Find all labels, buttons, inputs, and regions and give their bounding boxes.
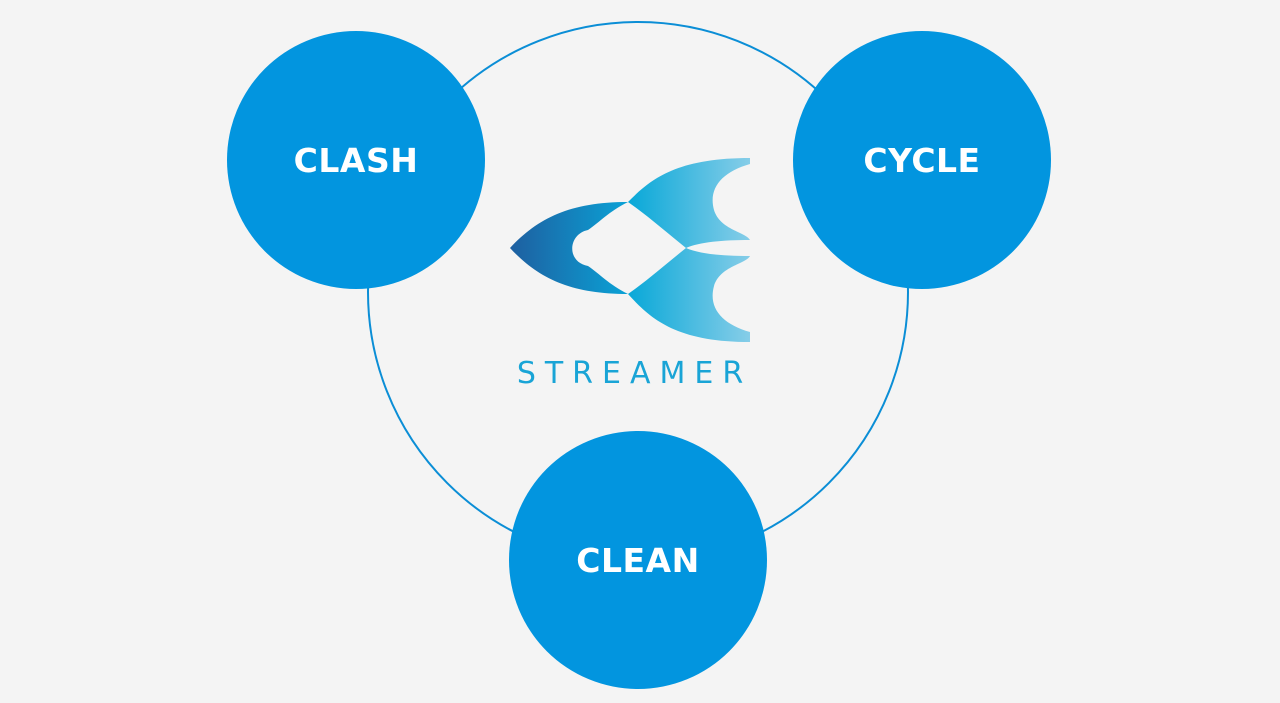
clash-circle: CLASH: [227, 31, 485, 289]
clash-label: CLASH: [293, 140, 419, 180]
clean-label: CLEAN: [576, 540, 700, 580]
logo-upper-fin: [628, 158, 750, 248]
cycle-label: CYCLE: [863, 140, 981, 180]
logo-left-wing: [510, 202, 628, 294]
streamer-logo-icon: [510, 158, 750, 342]
streamer-wordmark: STREAMER: [516, 356, 753, 391]
clean-circle: CLEAN: [509, 431, 767, 689]
cycle-circle: CYCLE: [793, 31, 1051, 289]
logo-lower-fin: [628, 248, 750, 342]
